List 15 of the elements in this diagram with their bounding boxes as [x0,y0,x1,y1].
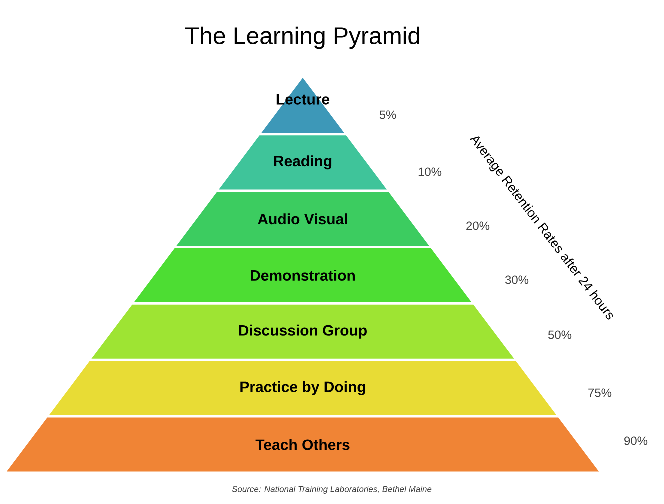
pyramid-band: Audio Visual [176,192,430,246]
title: The Learning Pyramid [185,26,420,50]
pyramid-band: Discussion Group [92,304,514,359]
percentage-label: 20% [466,222,490,230]
pyramid-band: Teach Others [6,418,600,472]
percentage-label: 5% [380,110,396,120]
pyramid-band: Practice by Doing [49,361,557,416]
source-note: Source: National Training Laboratories, Bethel Maine [232,486,432,494]
percentage-label: 90% [624,436,648,446]
percentage-label: 50% [548,330,572,340]
pyramid-band: Reading [219,136,387,190]
pyramid-band: Demonstration [134,248,472,302]
percentage-label: 75% [588,388,612,398]
percentage-label: 10% [418,168,442,176]
percentage-label: 30% [505,276,529,284]
